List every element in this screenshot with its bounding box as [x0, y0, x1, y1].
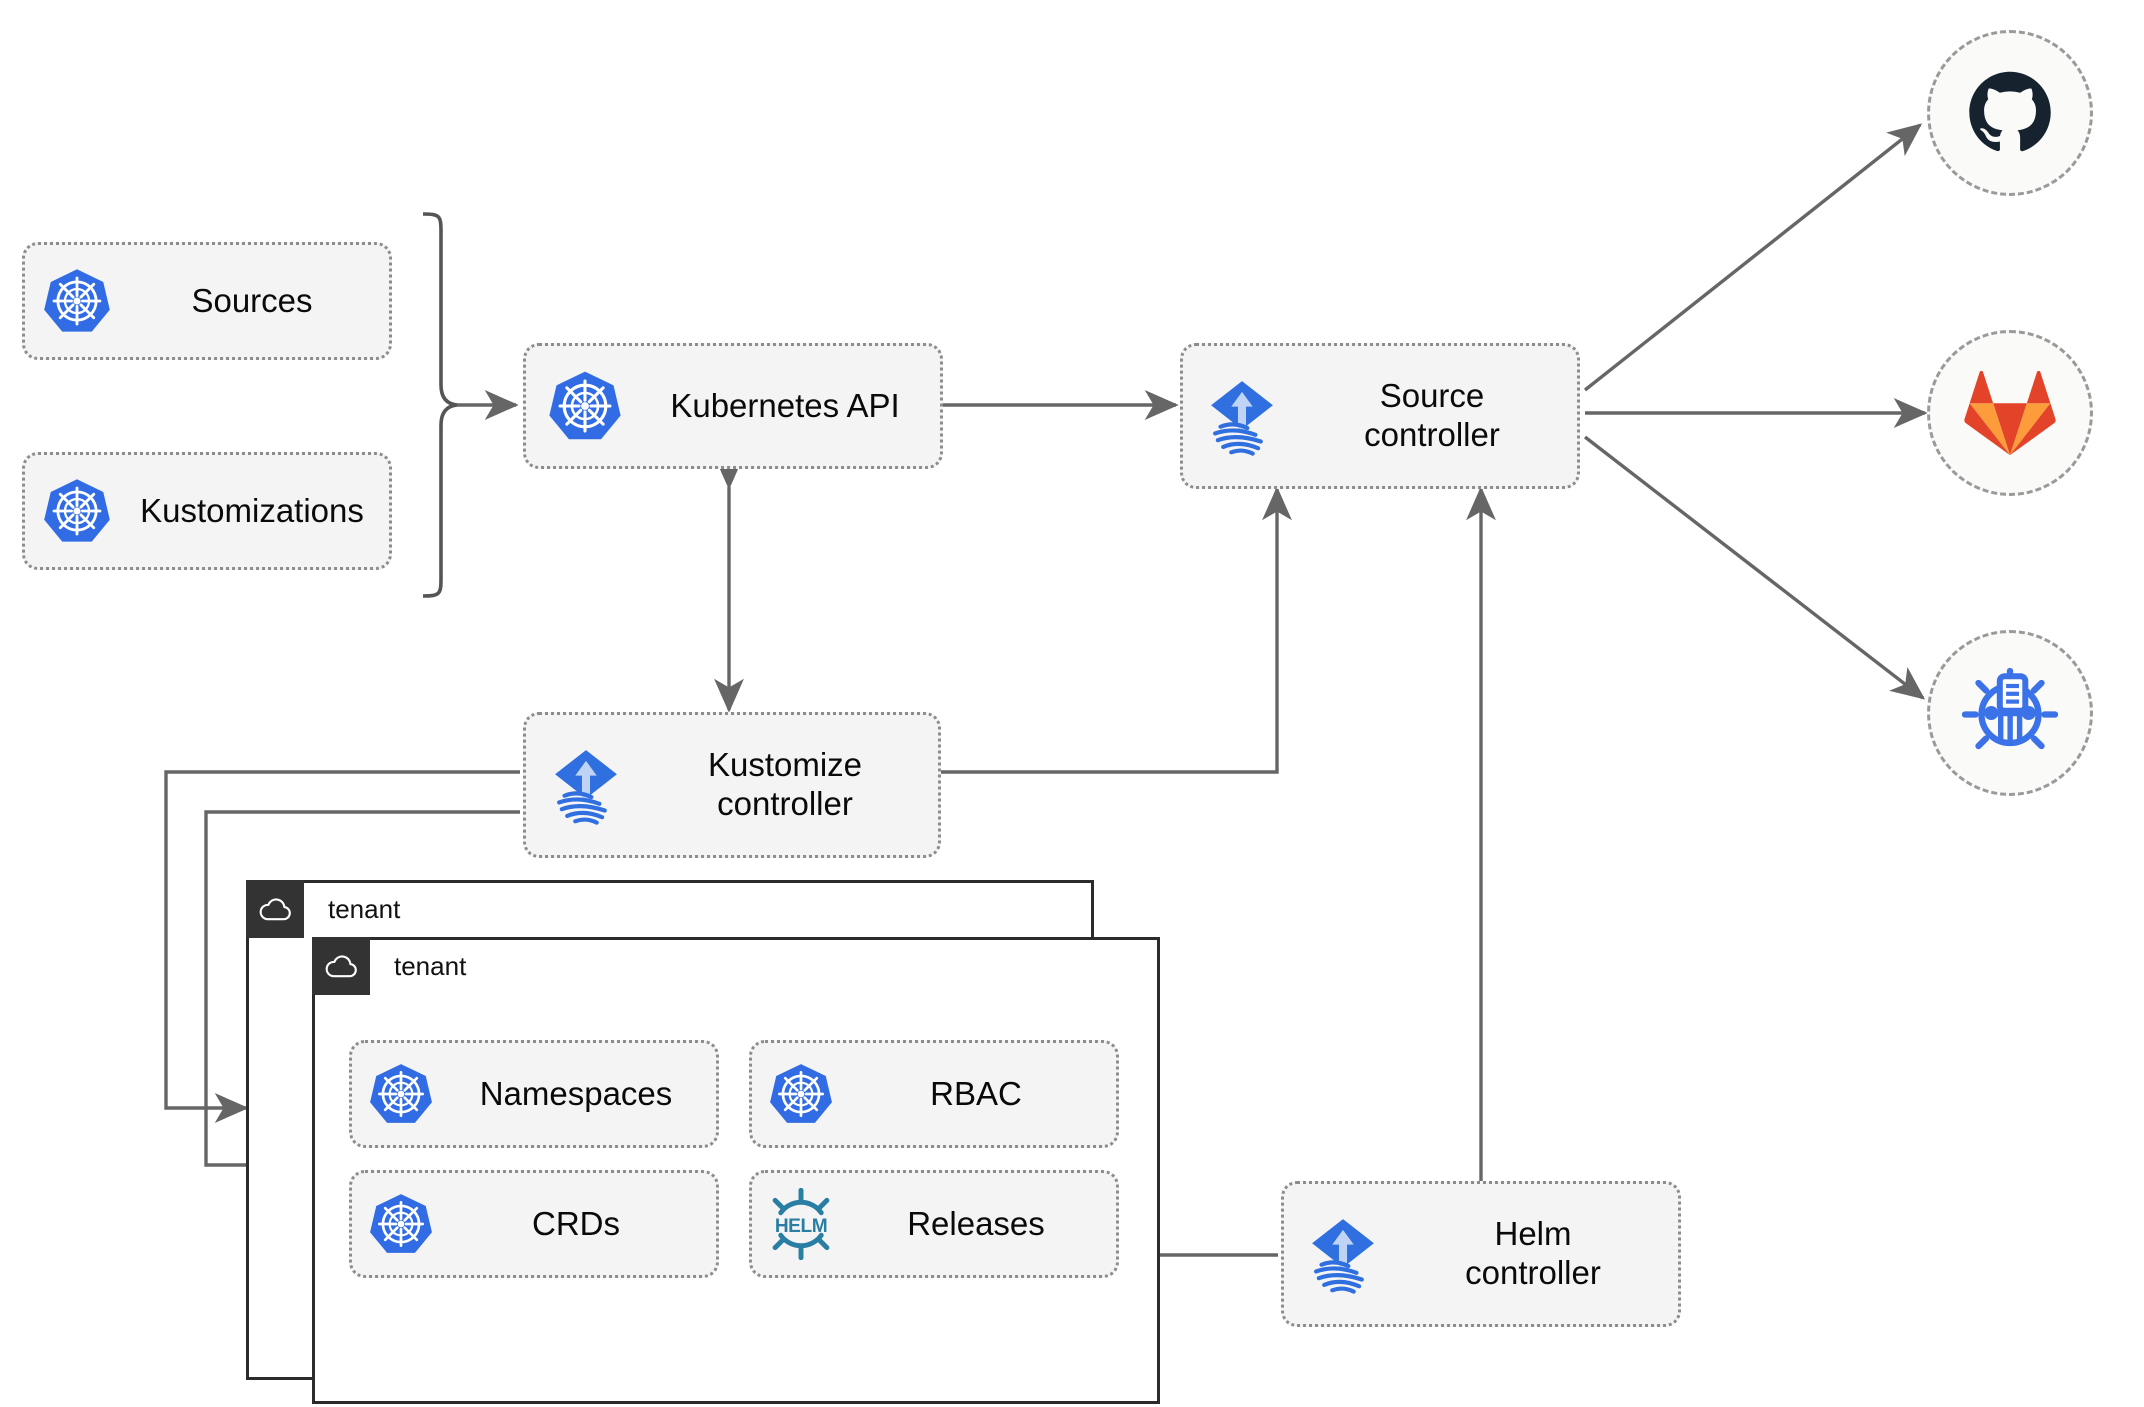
- kubernetes-icon: [25, 266, 129, 336]
- gitlab-icon: [1964, 370, 2056, 456]
- cloud-icon: [312, 937, 370, 995]
- node-label: Kustomizations: [140, 491, 364, 529]
- provider-helm-repository[interactable]: [1927, 630, 2093, 796]
- node-kustomizations[interactable]: Kustomizations: [22, 452, 392, 570]
- node-kustomize-controller[interactable]: Kustomize controller: [523, 712, 941, 858]
- node-label: CRDs: [532, 1204, 620, 1242]
- node-kubernetes-api[interactable]: Kubernetes API: [523, 343, 943, 469]
- kubernetes-icon: [25, 476, 129, 546]
- provider-github[interactable]: [1927, 30, 2093, 196]
- node-rbac[interactable]: RBAC: [749, 1040, 1119, 1148]
- kubernetes-icon: [352, 1191, 450, 1257]
- node-label: Kustomize controller: [707, 746, 863, 822]
- kubernetes-icon: [352, 1061, 450, 1127]
- cloud-icon: [246, 880, 304, 938]
- node-crds[interactable]: CRDs: [349, 1170, 719, 1278]
- tenant-resource-grid: Namespaces: [349, 1040, 1119, 1278]
- tenant-tab: tenant: [246, 880, 400, 938]
- kubernetes-icon: [526, 368, 644, 444]
- node-releases[interactable]: HELM Releases: [749, 1170, 1119, 1278]
- flux-icon: [1183, 373, 1301, 459]
- node-namespaces[interactable]: Namespaces: [349, 1040, 719, 1148]
- helm-icon: HELM: [752, 1188, 850, 1260]
- provider-gitlab[interactable]: [1927, 330, 2093, 496]
- node-label: Helm controller: [1465, 1215, 1601, 1291]
- node-label: Releases: [907, 1204, 1045, 1242]
- kubernetes-icon: [752, 1061, 850, 1127]
- flux-icon: [1284, 1211, 1402, 1297]
- node-source-controller[interactable]: Source controller: [1180, 343, 1580, 489]
- github-icon: [1969, 71, 2051, 152]
- flux-icon: [526, 742, 646, 828]
- tenant-tab: tenant: [312, 937, 466, 995]
- node-label: RBAC: [930, 1074, 1022, 1112]
- node-label: Kubernetes API: [670, 386, 900, 424]
- node-label: Namespaces: [479, 1074, 673, 1112]
- node-helm-controller[interactable]: Helm controller: [1281, 1181, 1681, 1327]
- node-label: Source controller: [1364, 377, 1500, 453]
- tenant-container-front[interactable]: tenant: [312, 937, 1160, 1404]
- node-label: Sources: [191, 281, 313, 319]
- tenant-label: tenant: [394, 951, 467, 981]
- svg-text:HELM: HELM: [775, 1216, 827, 1237]
- tenant-label: tenant: [328, 894, 401, 924]
- helm-repository-icon: [1962, 667, 2058, 750]
- node-sources[interactable]: Sources: [22, 242, 392, 360]
